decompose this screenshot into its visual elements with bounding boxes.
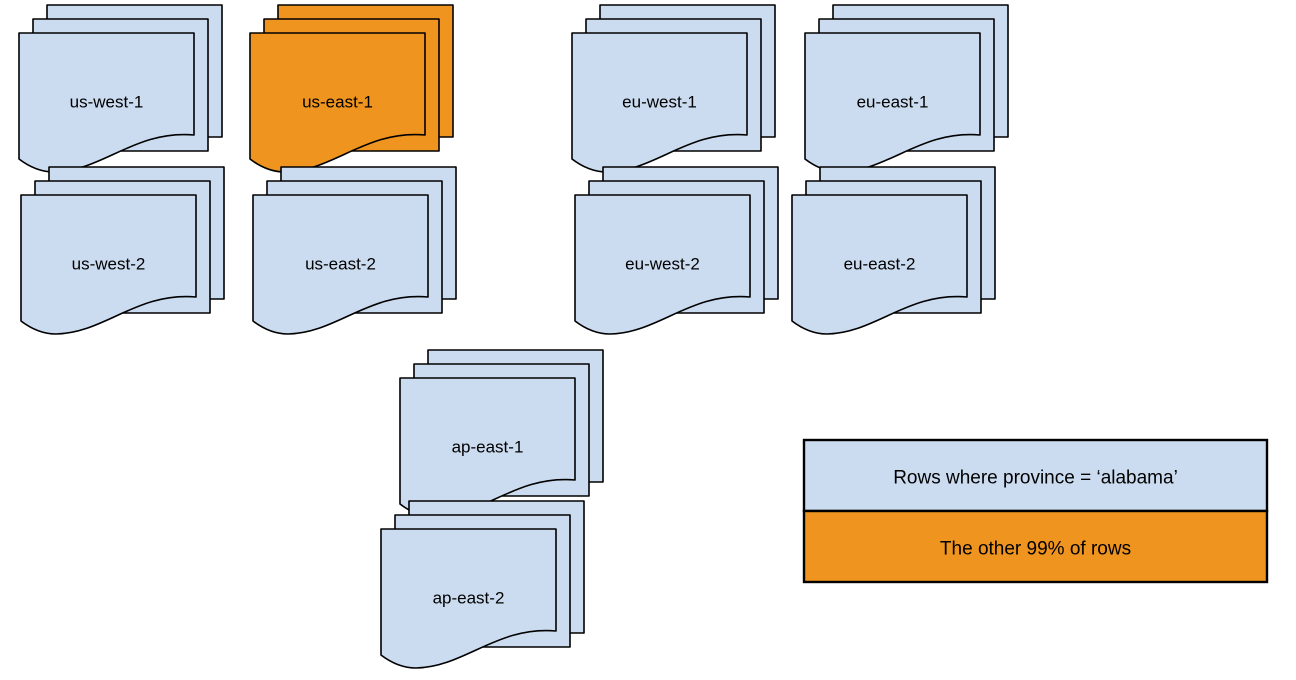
region-sheet-front <box>574 194 751 335</box>
legend-swatch <box>802 509 1269 584</box>
region-sheet-front <box>791 194 968 335</box>
region-label: us-west-2 <box>72 254 146 273</box>
region-label: eu-west-2 <box>625 254 700 273</box>
legend-row-legend-orange: The other 99% of rows <box>802 509 1269 584</box>
region-stack-eu-east-2[interactable]: eu-east-2 <box>791 166 996 335</box>
region-stack-us-west-1[interactable]: us-west-1 <box>18 4 223 173</box>
region-sheet-front <box>20 194 197 335</box>
region-stack-us-east-1[interactable]: us-east-1 <box>249 4 454 173</box>
region-sheet-front <box>252 194 429 335</box>
region-stack-ap-east-2[interactable]: ap-east-2 <box>380 500 585 669</box>
region-stack-ap-east-1[interactable]: ap-east-1 <box>399 349 604 518</box>
legend-row-legend-blue: Rows where province = ‘alabama’ <box>802 438 1269 513</box>
region-label: ap-east-2 <box>433 588 505 607</box>
region-stack-eu-west-2[interactable]: eu-west-2 <box>574 166 779 335</box>
region-label: us-west-1 <box>70 92 144 111</box>
region-stack-us-west-2[interactable]: us-west-2 <box>20 166 225 335</box>
legend: Rows where province = ‘alabama’ The other… <box>802 438 1269 584</box>
region-label: eu-west-1 <box>622 92 697 111</box>
region-label: ap-east-1 <box>452 437 524 456</box>
region-stack-us-east-2[interactable]: us-east-2 <box>252 166 457 335</box>
region-label: eu-east-2 <box>844 254 916 273</box>
region-stack-eu-west-1[interactable]: eu-west-1 <box>571 4 776 173</box>
region-label: us-east-2 <box>305 254 376 273</box>
region-sheet-front <box>380 528 557 669</box>
region-label: eu-east-1 <box>857 92 929 111</box>
legend-label: Rows where province = ‘alabama’ <box>893 468 1178 489</box>
region-stack-eu-east-1[interactable]: eu-east-1 <box>804 4 1009 173</box>
region-label: us-east-1 <box>302 92 373 111</box>
legend-label: The other 99% of rows <box>940 539 1131 560</box>
